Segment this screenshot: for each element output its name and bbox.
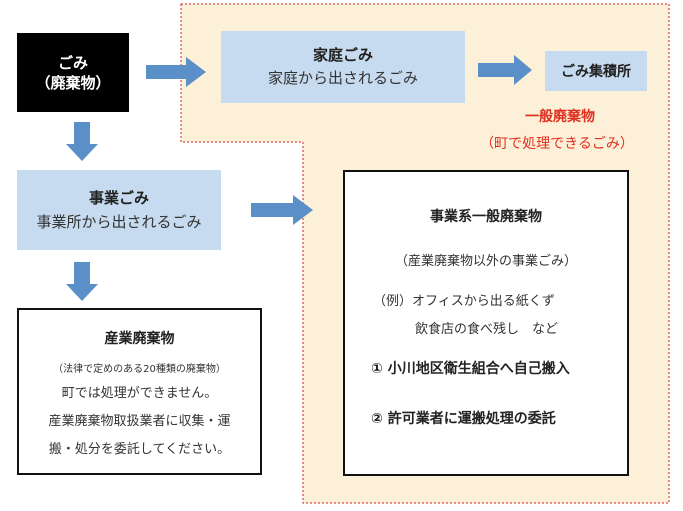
- business-general-waste-title: 事業系一般廃棄物: [430, 209, 542, 225]
- industrial-waste-panel: 産業廃棄物 （法律で定めのある20種類の廃棄物） 町では処理ができません。 産業…: [17, 308, 262, 475]
- arrow-to-industrial-waste: [66, 262, 98, 301]
- arrow-to-household-waste: [146, 57, 206, 87]
- example-line-2: 飲食店の食べ残し など: [415, 322, 559, 337]
- industrial-waste-line-1: 町では処理ができません。: [61, 386, 218, 401]
- option-self-delivery: ① 小川地区衛生組合へ自己搬入: [371, 361, 570, 377]
- industrial-waste-note: （法律で定めのある20種類の廃棄物）: [53, 364, 226, 375]
- business-general-waste-panel: 事業系一般廃棄物 （産業廃棄物以外の事業ごみ） （例）オフィスから出る紙くず 飲…: [343, 170, 629, 476]
- industrial-waste-title: 産業廃棄物: [104, 331, 175, 347]
- household-waste-box: 家庭ごみ 家庭から出されるごみ: [221, 31, 465, 103]
- business-general-waste-subtitle: （産業廃棄物以外の事業ごみ）: [394, 254, 577, 269]
- gomi-label: ごみ: [57, 53, 88, 72]
- business-waste-box: 事業ごみ 事業所から出されるごみ: [17, 170, 221, 250]
- business-waste-desc: 事業所から出されるごみ: [36, 213, 202, 231]
- arrow-to-collection-point: [478, 55, 532, 85]
- industrial-waste-line-2: 産業廃棄物取扱業者に収集・運: [48, 414, 231, 429]
- example-line-1: （例）オフィスから出る紙くず: [373, 294, 555, 309]
- household-waste-desc: 家庭から出されるごみ: [267, 69, 418, 87]
- arrow-to-business-waste: [66, 122, 98, 161]
- option-licensed-contractor: ② 許可業者に運搬処理の委託: [371, 411, 556, 427]
- business-waste-title: 事業ごみ: [88, 189, 149, 207]
- gomi-sublabel: （廃棄物）: [35, 73, 111, 92]
- arrow-to-business-general-waste: [251, 195, 313, 225]
- industrial-waste-line-3: 搬・処分を委託してください。: [48, 442, 231, 457]
- household-waste-title: 家庭ごみ: [312, 46, 373, 64]
- general-waste-title: 一般廃棄物: [525, 109, 595, 125]
- collection-point-box: ごみ集積所: [545, 51, 647, 91]
- general-waste-subtitle: （町で処理できるごみ）: [480, 136, 634, 152]
- collection-point-label: ごみ集積所: [561, 64, 631, 80]
- gomi-box: ごみ （廃棄物）: [17, 33, 129, 112]
